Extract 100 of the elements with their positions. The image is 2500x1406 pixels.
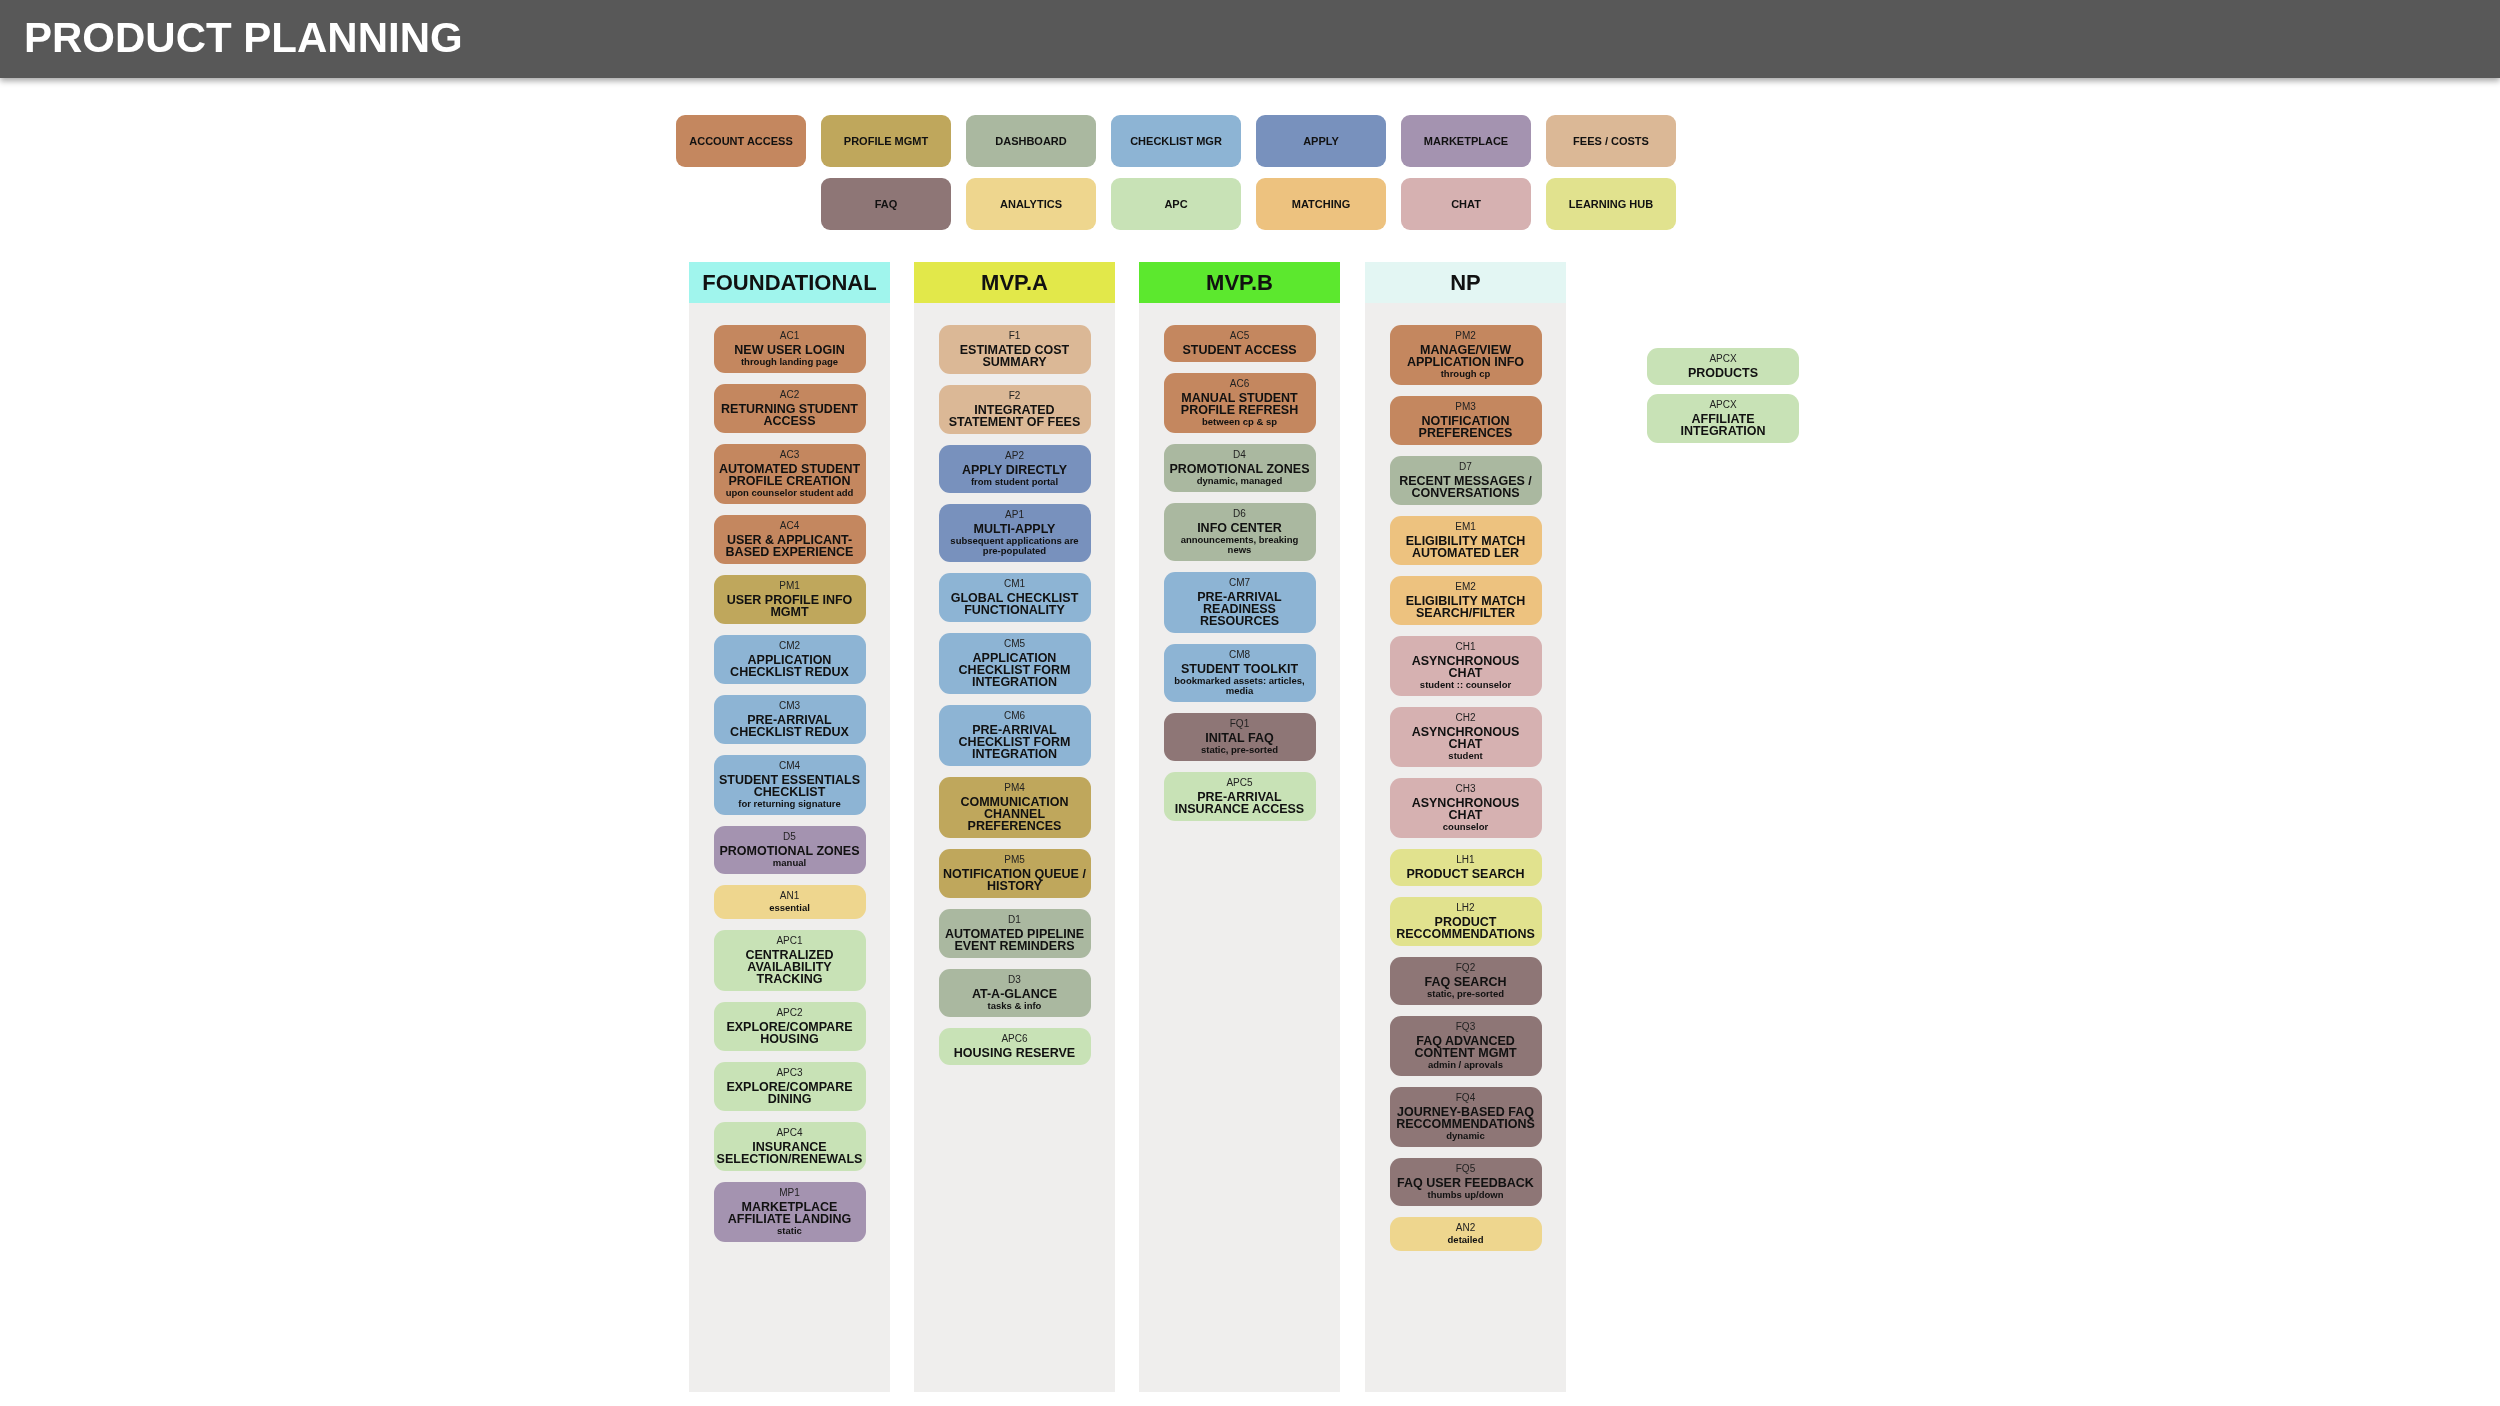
feature-title: PRE-ARRIVAL READINESS RESOURCES — [1196, 591, 1283, 627]
feature-card — [1389, 1217, 1542, 1251]
feature-code: APCX — [1709, 399, 1737, 411]
feature-card — [938, 1028, 1091, 1065]
feature-code: D4 — [1233, 449, 1246, 461]
feature-card — [1389, 516, 1542, 565]
feature-code: FQ2 — [1455, 962, 1476, 974]
feature-card — [713, 1182, 866, 1242]
feature-card — [713, 1062, 866, 1111]
feature-code: PM2 — [1455, 330, 1476, 342]
feature-card — [713, 515, 866, 564]
feature-title: PRE-ARRIVAL CHECKLIST FORM INTEGRATION — [957, 724, 1072, 760]
feature-card — [1163, 572, 1316, 633]
feature-code: AC6 — [1229, 378, 1250, 390]
feature-card — [713, 635, 866, 684]
feature-note: manual — [772, 858, 807, 868]
feature-code: AP1 — [1005, 509, 1024, 521]
feature-card — [713, 695, 866, 744]
feature-title: MARKETPLACE AFFILIATE LANDING — [726, 1201, 853, 1225]
feature-card — [938, 504, 1091, 562]
feature-card — [1389, 1016, 1542, 1076]
feature-card — [1389, 325, 1542, 385]
category-tag: LEARNING HUB — [1546, 178, 1676, 230]
feature-code: AN2 — [1455, 1222, 1476, 1234]
feature-card — [938, 909, 1091, 958]
feature-note: bookmarked assets: articles, media — [1173, 676, 1306, 696]
feature-code: CH3 — [1455, 783, 1476, 795]
feature-title: AUTOMATED STUDENT PROFILE CREATION — [717, 463, 862, 487]
feature-code: CH1 — [1455, 641, 1476, 653]
feature-note: for returning signature — [738, 799, 841, 809]
feature-note: student — [1448, 751, 1483, 761]
feature-code: AC3 — [779, 449, 800, 461]
feature-code: PM1 — [779, 580, 800, 592]
feature-title: NOTIFICATION QUEUE / HISTORY — [942, 868, 1087, 892]
feature-code: D7 — [1459, 461, 1472, 473]
feature-code: D5 — [783, 831, 796, 843]
feature-title: JOURNEY-BASED FAQ RECCOMMENDATIONS — [1395, 1106, 1536, 1130]
feature-title: INFO CENTER — [1197, 522, 1282, 534]
feature-title: APPLICATION CHECKLIST FORM INTEGRATION — [957, 652, 1072, 688]
feature-title: PROMOTIONAL ZONES — [719, 845, 860, 857]
feature-card — [713, 1122, 866, 1171]
feature-card — [1389, 396, 1542, 445]
feature-title: AFFILIATE INTEGRATION — [1679, 413, 1767, 437]
category-tag: PROFILE MGMT — [821, 115, 951, 167]
feature-card — [713, 930, 866, 991]
feature-note: essential — [769, 903, 810, 913]
feature-code: FQ1 — [1229, 718, 1250, 730]
feature-card — [713, 444, 866, 504]
category-tag: APC — [1111, 178, 1241, 230]
feature-note: thumbs up/down — [1427, 1190, 1504, 1200]
feature-code: CM1 — [1003, 578, 1026, 590]
feature-title: PRE-ARRIVAL CHECKLIST REDUX — [729, 714, 850, 738]
feature-code: APC2 — [776, 1007, 803, 1019]
column-header: MVP.B — [1139, 262, 1340, 303]
feature-note: through cp — [1440, 369, 1491, 379]
feature-title: EXPLORE/COMPARE HOUSING — [725, 1021, 854, 1045]
category-tag: ACCOUNT ACCESS — [676, 115, 806, 167]
feature-card — [1389, 636, 1542, 696]
feature-title: PRE-ARRIVAL INSURANCE ACCESS — [1173, 791, 1306, 815]
feature-card — [1163, 644, 1316, 702]
feature-code: PM5 — [1004, 854, 1025, 866]
feature-card — [938, 633, 1091, 694]
feature-code: FQ4 — [1455, 1092, 1476, 1104]
feature-code: FQ5 — [1455, 1163, 1476, 1175]
feature-code: F2 — [1008, 390, 1021, 402]
feature-title: ASYNCHRONOUS CHAT — [1410, 655, 1521, 679]
feature-title: STUDENT ESSENTIALS CHECKLIST — [718, 774, 861, 798]
feature-title: FAQ USER FEEDBACK — [1397, 1177, 1534, 1189]
feature-code: CM5 — [1003, 638, 1026, 650]
feature-title: PROMOTIONAL ZONES — [1169, 463, 1310, 475]
feature-card — [1389, 897, 1542, 946]
feature-note: from student portal — [970, 477, 1059, 487]
feature-card — [1647, 394, 1799, 443]
column-header: NP — [1365, 262, 1566, 303]
category-tag: ANALYTICS — [966, 178, 1096, 230]
feature-title: MULTI-APPLY — [973, 523, 1056, 535]
feature-code: AC2 — [779, 389, 800, 401]
feature-title: INITAL FAQ — [1205, 732, 1274, 744]
feature-code: FQ3 — [1455, 1021, 1476, 1033]
feature-code: D6 — [1233, 508, 1246, 520]
feature-note: between cp & sp — [1202, 417, 1277, 427]
feature-note: student :: counselor — [1419, 680, 1512, 690]
feature-title: PRODUCT RECCOMMENDATIONS — [1395, 916, 1536, 940]
feature-card — [1389, 707, 1542, 767]
feature-title: COMMUNICATION CHANNEL PREFERENCES — [959, 796, 1070, 832]
feature-code: APC3 — [776, 1067, 803, 1079]
feature-card — [938, 705, 1091, 766]
feature-title: MANUAL STUDENT PROFILE REFRESH — [1179, 392, 1300, 416]
feature-code: F1 — [1008, 330, 1021, 342]
feature-card — [713, 575, 866, 624]
feature-card — [938, 325, 1091, 374]
feature-code: LH2 — [1456, 902, 1475, 914]
feature-note: through landing page — [740, 357, 839, 367]
feature-card — [1389, 1087, 1542, 1147]
category-tag: FEES / COSTS — [1546, 115, 1676, 167]
feature-code: CM6 — [1003, 710, 1026, 722]
feature-card — [938, 849, 1091, 898]
feature-code: AN1 — [779, 890, 800, 902]
page-title: PRODUCT PLANNING — [24, 14, 463, 62]
feature-card — [1163, 503, 1316, 561]
